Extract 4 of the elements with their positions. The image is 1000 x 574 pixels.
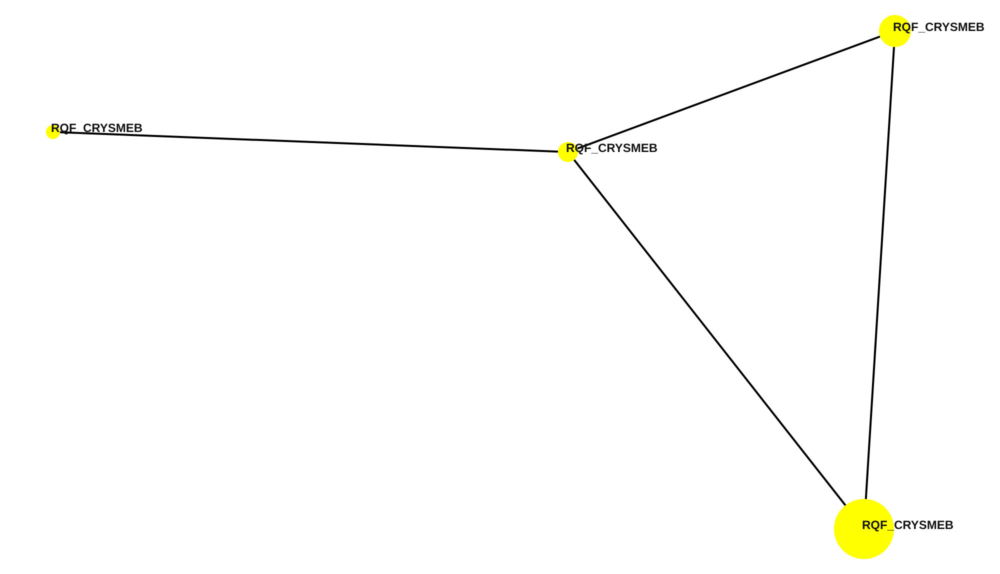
edge-line [573, 159, 846, 506]
edge-line [577, 36, 880, 150]
edge-line [60, 131, 558, 153]
edge-line [864, 46, 895, 500]
